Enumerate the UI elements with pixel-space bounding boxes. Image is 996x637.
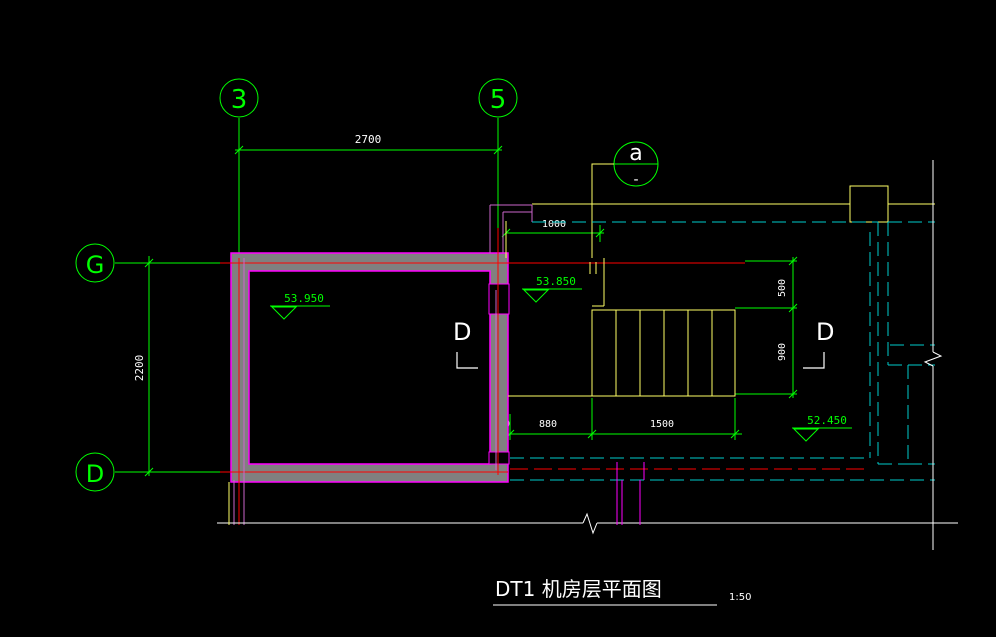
elevation-text-53850: 53.850 (536, 275, 576, 288)
dim-text-500: 500 (777, 279, 788, 297)
dim-2700 (234, 145, 503, 155)
landing-outline (508, 258, 605, 397)
base-lines (217, 160, 958, 550)
detail-callout-top: a (629, 141, 642, 166)
grid-label-d: D (86, 460, 104, 488)
drawing-title: DT1 机房层平面图 (495, 577, 662, 601)
detail-callout[interactable]: a - (591, 141, 659, 258)
parapet-lines (505, 185, 935, 258)
wall-openings (488, 283, 510, 465)
dim-bottom (492, 398, 742, 440)
grid-label-3: 3 (231, 85, 248, 115)
dim-text-2200: 2200 (133, 355, 146, 382)
dim-text-880: 880 (539, 419, 557, 430)
grid-label-g: G (86, 251, 105, 279)
dim-text-1000: 1000 (542, 219, 566, 230)
stair-treads[interactable] (591, 309, 736, 397)
dim-2200 (140, 256, 232, 477)
elevation-machine-room[interactable]: 53.950 (270, 292, 330, 320)
wall-centerlines (233, 204, 533, 525)
section-label-left: D (453, 318, 471, 346)
elevation-landing[interactable]: 53.850 (522, 275, 582, 303)
elevation-text-52450: 52.450 (807, 414, 847, 427)
drawing-scale: 1:50 (729, 592, 751, 603)
column-lines (616, 462, 645, 525)
dim-text-1500: 1500 (650, 419, 674, 430)
grid-bubble-5[interactable]: 5 (478, 78, 518, 118)
grid-bubble-3[interactable]: 3 (219, 78, 259, 118)
roof-dashed-lines (510, 221, 935, 481)
elevation-text-53950: 53.950 (284, 292, 324, 305)
dim-text-2700: 2700 (355, 133, 382, 146)
section-label-right: D (816, 318, 834, 346)
grid-bubble-d[interactable]: D (75, 452, 115, 492)
elevation-roof[interactable]: 52.450 (792, 414, 852, 442)
grid-label-5: 5 (490, 85, 507, 115)
section-mark-right[interactable]: D (803, 318, 834, 369)
dim-text-900: 900 (777, 343, 788, 361)
drawing-title-block: DT1 机房层平面图 1:50 (493, 577, 751, 606)
detail-callout-bottom: - (633, 172, 638, 188)
dim-right (735, 256, 798, 399)
axis-red-lines (220, 228, 745, 525)
section-mark-left[interactable]: D (453, 318, 478, 369)
grid-bubble-g[interactable]: G (75, 243, 115, 283)
